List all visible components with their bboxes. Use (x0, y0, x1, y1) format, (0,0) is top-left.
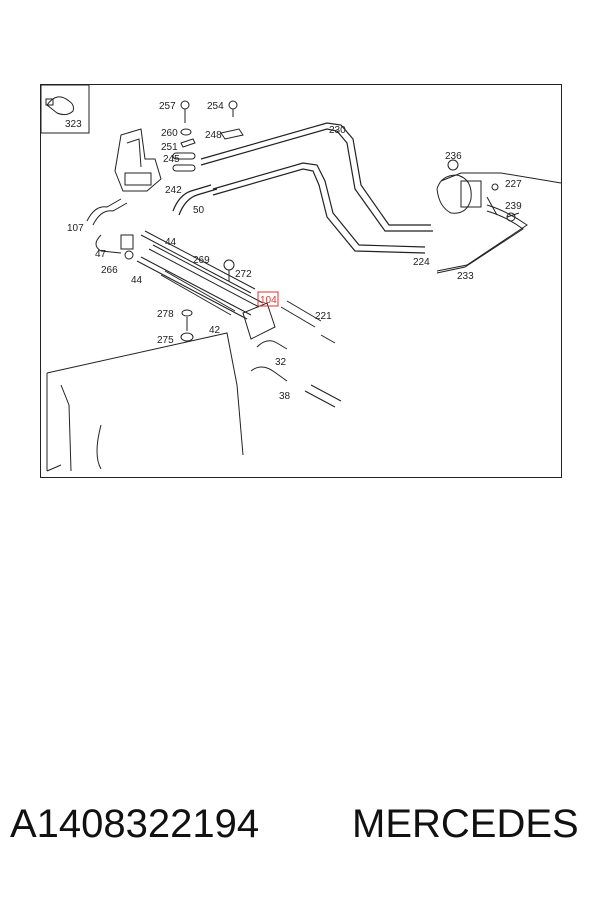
product-footer: A1408322194 MERCEDES (0, 802, 600, 862)
inset-box-323 (41, 85, 90, 134)
callout-251: 251 (161, 142, 178, 153)
left-hoses (86, 198, 134, 260)
valve-block (114, 128, 162, 192)
callout-275: 275 (157, 335, 174, 346)
pipe-230 (200, 122, 433, 254)
callout-47: 47 (95, 249, 107, 260)
callout-272: 272 (235, 269, 252, 280)
callout-260: 260 (161, 128, 178, 139)
pipe-50 (172, 184, 218, 216)
callout-224: 224 (413, 257, 430, 268)
callout-107: 107 (67, 223, 84, 234)
callout-32: 32 (275, 357, 287, 368)
exploded-view-drawing: 323 257 254 260 248 251 245 242 230 50 2… (41, 85, 562, 472)
callout-44-upper: 44 (165, 237, 177, 248)
right-assembly (436, 159, 562, 274)
callout-50: 50 (193, 205, 205, 216)
callout-266: 266 (101, 265, 118, 276)
callout-104-highlighted: 104 (260, 295, 277, 306)
hardware-group (172, 100, 244, 172)
callout-221: 221 (315, 311, 332, 322)
callout-269: 269 (193, 255, 210, 266)
fittings-278-275 (180, 309, 194, 342)
callout-227: 227 (505, 179, 522, 190)
brand-name: MERCEDES (352, 802, 579, 846)
callout-230: 230 (329, 125, 346, 136)
callout-278: 278 (157, 309, 174, 320)
callout-236: 236 (445, 151, 462, 162)
callout-labels: 323 257 254 260 248 251 245 242 230 50 2… (65, 101, 522, 402)
callout-245: 245 (163, 154, 180, 165)
parts-diagram: 323 257 254 260 248 251 245 242 230 50 2… (40, 84, 562, 478)
callout-42: 42 (209, 325, 221, 336)
highlight-box-104 (257, 291, 279, 307)
callout-44-lower: 44 (131, 275, 143, 286)
callout-257: 257 (159, 101, 176, 112)
engine-block (46, 332, 244, 472)
callout-242: 242 (165, 185, 182, 196)
callout-38: 38 (279, 391, 291, 402)
callout-233: 233 (457, 271, 474, 282)
callout-323: 323 (65, 119, 82, 130)
part-number: A1408322194 (10, 802, 260, 846)
callout-248: 248 (205, 130, 222, 141)
callout-239: 239 (505, 201, 522, 212)
lower-parts (242, 300, 342, 408)
tube-bundle (136, 230, 264, 320)
callout-254: 254 (207, 101, 224, 112)
